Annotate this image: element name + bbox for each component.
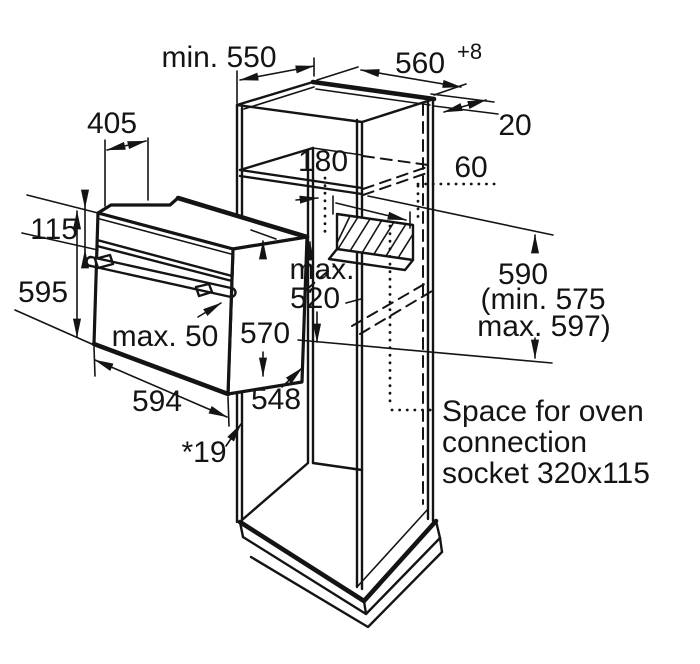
dim-570: 570 [240, 229, 290, 377]
oven-drawing [85, 195, 310, 397]
dim-115-595: 115 595 [14, 189, 99, 346]
dim-label-520: 520 [290, 282, 340, 315]
dim-180: 180 [295, 145, 411, 229]
dim-405: 405 [87, 107, 149, 207]
dim-label-115: 115 [30, 213, 78, 246]
dim-label-60: 60 [454, 151, 487, 184]
dim-label-590-max: max. 597) [477, 310, 610, 343]
dim-max-50: max. 50 [112, 302, 222, 353]
hidden-edges-dashed [305, 103, 433, 505]
dim-19: *19 [181, 423, 242, 469]
socket-note-line1: Space for oven [442, 395, 644, 428]
dim-590-niche-height: 590 (min. 575 max. 597) [297, 195, 611, 364]
dim-label-min-550: min. 550 [161, 41, 276, 74]
dim-max-520: max. 520 [289, 241, 362, 343]
dim-label-max-word: max. [289, 253, 354, 286]
dim-560: 560 +8 [316, 39, 482, 96]
dim-20: 20 [430, 93, 532, 142]
dim-548: 548 [251, 367, 303, 416]
oven-handle [85, 253, 237, 299]
dim-label-405: 405 [87, 107, 137, 140]
dim-label-19: *19 [181, 436, 226, 469]
dim-label-595: 595 [18, 276, 68, 309]
dim-min-550: min. 550 [161, 41, 315, 104]
socket-note: Space for oven connection socket 320x115 [442, 395, 650, 490]
dotted-reference-lines [323, 176, 499, 412]
dim-label-560-tolerance: +8 [457, 39, 482, 64]
dim-label-max-50: max. 50 [112, 320, 219, 353]
dim-label-594: 594 [132, 385, 182, 418]
dim-label-548: 548 [251, 383, 301, 416]
socket-note-line2: connection [442, 426, 587, 459]
dim-label-590: 590 [498, 258, 548, 291]
dim-label-590-min: (min. 575 [480, 283, 605, 316]
dim-label-180: 180 [298, 145, 348, 178]
socket-hatch [327, 212, 415, 272]
dim-60: 60 [454, 151, 487, 184]
dim-label-560: 560 [395, 47, 445, 80]
dim-594: 594 [93, 346, 230, 427]
socket-note-line3: socket 320x115 [442, 457, 650, 490]
dim-label-20: 20 [498, 109, 531, 142]
dim-label-570: 570 [240, 317, 290, 350]
